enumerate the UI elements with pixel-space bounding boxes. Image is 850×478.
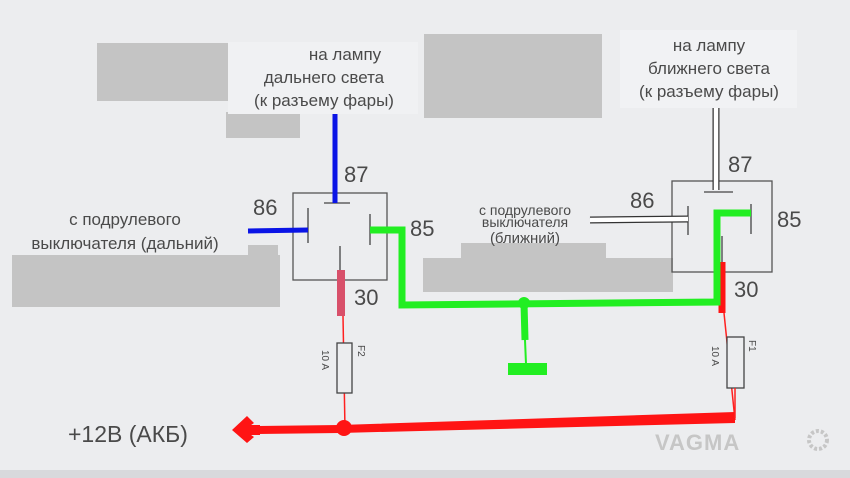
label-86-high-line2: выключателя (дальний) xyxy=(31,234,218,253)
pin-30-low: 30 xyxy=(734,277,758,302)
wire-85-ground xyxy=(370,209,751,309)
label-87-low-line3: (к разъему фары) xyxy=(639,82,779,101)
pin-86-low: 86 xyxy=(630,188,654,213)
wire-86-low-beam xyxy=(589,216,689,223)
wire-86-high-beam xyxy=(247,227,309,234)
fuse-f1-name: F1 xyxy=(746,340,757,352)
pin-30-high: 30 xyxy=(354,285,378,310)
fuse-f2-rating: 10 A xyxy=(319,350,330,370)
label-87-low-line2: ближнего света xyxy=(648,59,770,78)
label-86-low-line1: с подрулевого xyxy=(479,202,571,218)
label-87-high-line1: на лампу xyxy=(309,45,382,64)
redaction-boxes xyxy=(12,34,673,307)
power-label: +12В (АКБ) xyxy=(68,421,188,447)
fuse-f2-name: F2 xyxy=(355,345,366,357)
watermark-logo: VAGMA xyxy=(655,430,740,455)
pin-85-low: 85 xyxy=(777,207,801,232)
pin-87-high: 87 xyxy=(344,162,368,187)
pin-85-high: 85 xyxy=(410,216,434,241)
fuse-f2 xyxy=(336,342,353,394)
pin-87-low: 87 xyxy=(728,152,752,177)
fuse-f1 xyxy=(726,336,745,389)
power-junction xyxy=(336,420,352,436)
label-86-low-line2: выключателя xyxy=(482,214,568,230)
fuse-f1-rating: 10 A xyxy=(709,346,720,366)
power-bus xyxy=(258,412,735,434)
label-87-high-line2: дальнего света xyxy=(264,68,385,87)
page-edge xyxy=(0,470,850,478)
ground-symbol xyxy=(508,363,547,375)
pin-86-high: 86 xyxy=(253,195,277,220)
label-87-low-line1: на лампу xyxy=(673,36,746,55)
label-87-high-line3: (к разъему фары) xyxy=(254,91,394,110)
label-86-low-line3: (ближний) xyxy=(490,230,560,247)
label-86-high-line1: с подрулевого xyxy=(69,210,181,229)
gear-icon xyxy=(807,429,829,451)
